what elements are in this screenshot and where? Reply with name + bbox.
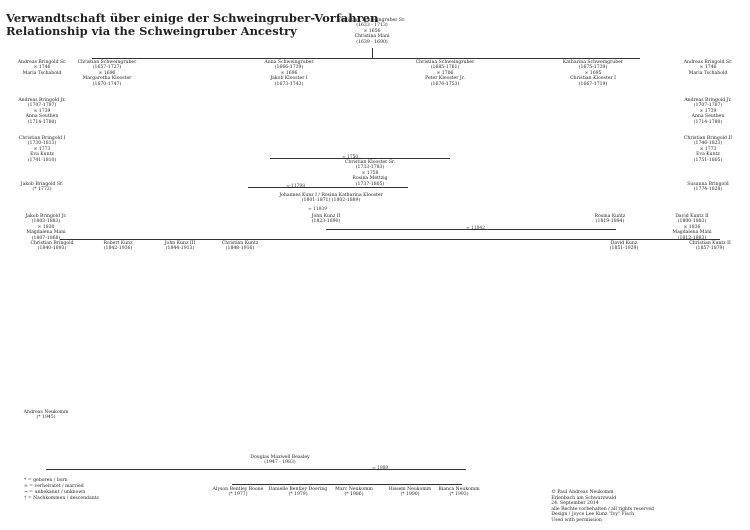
bottom-node: Bianca Neukomm(* 1993) (438, 487, 480, 498)
mid-couple: Johannes Kunz I / Rosina Katharina Kloos… (279, 193, 383, 204)
gen-low-node: Christian Bringold(1840-1893) (30, 241, 74, 252)
legend: * = geboren / born∞ = verheiratet / marr… (24, 478, 99, 501)
bottom-node: Douglas Maxwell Beasley(1947 - 1983) (250, 455, 310, 466)
gen-low-node: David Kunz(1851-1929) (609, 241, 639, 252)
bottom-node: Marc Neukomm(* 1986) (335, 487, 373, 498)
bottom-node: Alyson Bentley Boone(* 1977) (212, 487, 264, 498)
left-node: Christian Bringold I(1730-1813)∞ 1773 Ev… (18, 136, 66, 163)
gen1-node: Katharina Schweingruber(1675-1739)∞ 1695… (562, 60, 624, 87)
bottom-node: Rissem Neukomm(* 1990) (388, 487, 432, 498)
bottom-node: Danielle Bentley Doering(* 1979) (268, 487, 328, 498)
right-node: Andreas Bringold Jr.(1707-1787)∞ 1739 An… (684, 98, 732, 125)
gen-low-node: Christian Kuntz(1848-1916) (221, 241, 259, 252)
gen-low-node: Christian Kuntz II(1857-1879) (689, 241, 731, 252)
right-node: Susanna Bringold(1774-1828) (687, 182, 729, 193)
gen1-node: Anna Schweingruber(1666-1739)∞ 1696 Jako… (264, 60, 314, 87)
mid-couple: Christian Klooster Sr.(1733-1783)∞ 1758 … (344, 160, 396, 187)
gen-low-node: John Kunz III(1844-1913) (164, 241, 196, 252)
right-node: Christian Bringold II(1746-1823)∞ 1773 E… (683, 136, 733, 163)
left-node: Andreas Bringold Jr.(1707-1787)∞ 1739 An… (18, 98, 66, 125)
gen1-node: Christian Schweingruber(1657-1727)∞ 1696… (77, 60, 137, 87)
gen-low-node: Robert Kunz(1842-1936) (103, 241, 133, 252)
mid-node: John Kunz II(1823-1890) (311, 214, 341, 225)
chart-title: Verwandtschaft über einige der Schweingr… (6, 11, 379, 25)
left-node: Jakob Bringold Jr.(1803-1883)∞ 1830 Magd… (25, 214, 67, 241)
root-couple: Christian Schweingruber Sr.(1633 - 1713)… (338, 18, 406, 45)
chart-subtitle: Relationship via the Schweingruber Ances… (6, 24, 297, 38)
bottom-node: Andreas Neukomm(* 1945) (23, 410, 69, 421)
right-node: David Kuntz II(1800-1883)∞ 1836 Magdalen… (672, 214, 712, 241)
mid-node: Rosina Kuntz(1819-1894) (594, 214, 626, 225)
left-node: Jakob Bringold Sr.(* 1773) (20, 182, 64, 193)
gen1-node: Christina Schweingruber(1685-1761)∞ 1706… (415, 60, 475, 87)
